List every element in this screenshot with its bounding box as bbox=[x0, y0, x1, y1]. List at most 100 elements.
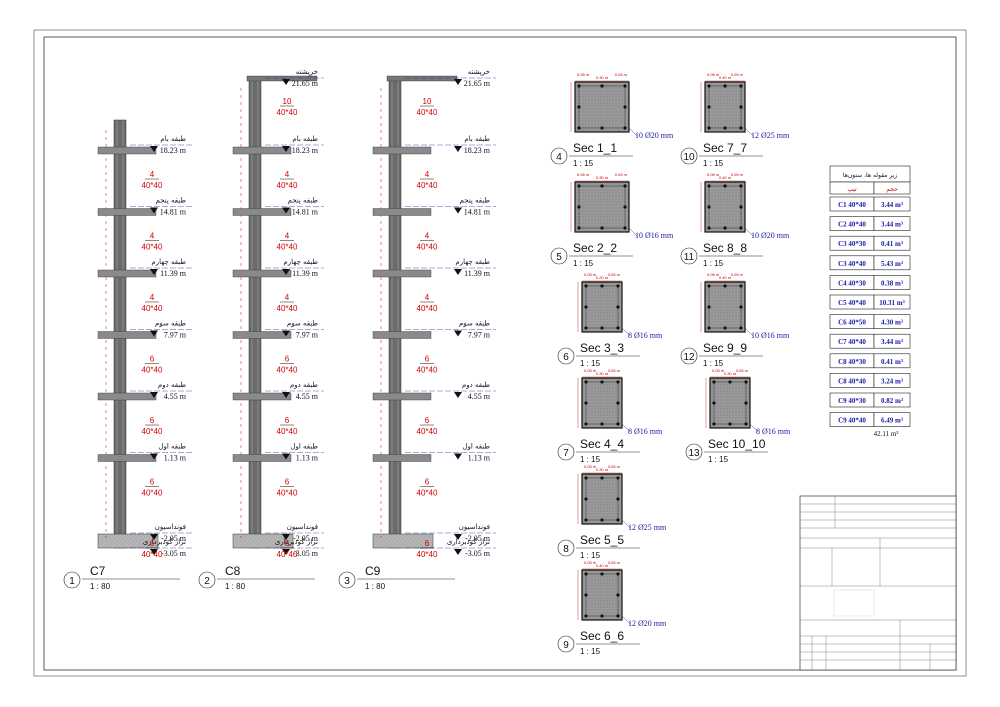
section-scale: 1 : 15 bbox=[573, 159, 594, 168]
level-value: 1.13 m bbox=[164, 454, 187, 463]
level-name: طبقه دوم bbox=[158, 381, 186, 389]
section-tag-size: 40*40 bbox=[277, 427, 298, 436]
level-value: -2.05 m bbox=[161, 534, 187, 543]
dim-mid: 0.20 m bbox=[596, 275, 609, 280]
view-title: C7 bbox=[90, 564, 106, 578]
rebar-dot bbox=[584, 401, 588, 405]
floor-slab bbox=[97, 269, 157, 278]
rebar-dot bbox=[744, 380, 748, 384]
section-tag-size: 40*40 bbox=[277, 108, 298, 117]
level-marker-icon bbox=[150, 549, 158, 555]
rebar-dot bbox=[623, 105, 627, 109]
rebar-dot bbox=[723, 326, 727, 330]
dim-right: 0.05 m bbox=[608, 560, 621, 565]
rebar-dot bbox=[744, 422, 748, 426]
level-marker-icon bbox=[454, 392, 462, 398]
level-name: طبقه بام bbox=[464, 135, 490, 143]
rebar-dot bbox=[707, 284, 711, 288]
rebar-dot bbox=[584, 518, 588, 522]
dim-left: 0.05 m bbox=[577, 72, 590, 77]
schedule-volume: 3.24 m³ bbox=[881, 377, 903, 385]
section-tag-number: 10 bbox=[423, 97, 432, 106]
rebar-dot bbox=[712, 422, 716, 426]
level-marker-icon bbox=[454, 330, 462, 337]
section-number-bubble bbox=[557, 539, 575, 557]
level-value: 1.13 m bbox=[296, 454, 319, 463]
schedule-type: C9 40*30 bbox=[838, 397, 866, 405]
view-scale: 1 : 80 bbox=[90, 582, 111, 591]
level-name: تراز گودبرداری bbox=[447, 537, 490, 546]
section-tag-number: 6 bbox=[150, 539, 155, 548]
level-name: طبقه اول bbox=[462, 443, 490, 451]
level-value: 1.13 m bbox=[468, 454, 491, 463]
rebar-callout: 8 Ø16 mm bbox=[756, 427, 791, 436]
level-value: 14.81 m bbox=[160, 208, 187, 217]
rebar-dot bbox=[623, 205, 627, 209]
section-tag-size: 40*40 bbox=[142, 489, 163, 498]
rebar-dot bbox=[712, 380, 716, 384]
view-title: C8 bbox=[225, 564, 241, 578]
level-name: طبقه اول bbox=[158, 443, 186, 451]
schedule-cell-volume bbox=[873, 275, 911, 290]
rebar-dot bbox=[739, 284, 743, 288]
level-value: -3.05 m bbox=[161, 549, 187, 558]
section-title: Sec 7_7 bbox=[703, 141, 747, 155]
schedule-volume: 3.44 m³ bbox=[881, 201, 903, 209]
view-number-bubble bbox=[338, 571, 356, 589]
section-scale: 1 : 15 bbox=[703, 359, 724, 368]
rebar-dot bbox=[707, 184, 711, 188]
level-name: طبقه چهارم bbox=[283, 258, 318, 266]
dim-mid: 0.40 m bbox=[596, 563, 609, 568]
section-title: Sec 1_1 bbox=[573, 141, 617, 155]
level-marker-icon bbox=[282, 453, 290, 460]
section-tag-size: 40*40 bbox=[142, 181, 163, 190]
level-marker-icon bbox=[150, 146, 158, 152]
schedule-cell-volume bbox=[873, 333, 911, 349]
rebar-dot bbox=[616, 572, 620, 576]
schedule-head-volume-cell bbox=[873, 181, 911, 195]
dim-left: 0.05 m bbox=[584, 560, 597, 565]
dim-right: 0.05 m bbox=[608, 368, 621, 373]
section-number-bubble bbox=[557, 443, 575, 461]
rebar-dot bbox=[584, 593, 588, 597]
view-scale: 1 : 80 bbox=[225, 582, 246, 591]
level-name: طبقه پنجم bbox=[288, 197, 319, 205]
floor-slab bbox=[232, 331, 292, 339]
rebar-dot bbox=[616, 476, 620, 480]
level-value: 21.65 m bbox=[464, 79, 491, 88]
level-name: فونداسیون bbox=[155, 523, 186, 531]
level-marker-icon bbox=[454, 207, 462, 214]
section-scale: 1 : 15 bbox=[703, 259, 724, 268]
schedule-type: C6 40*50 bbox=[838, 319, 866, 327]
section-tag-size: 40*40 bbox=[417, 304, 438, 313]
section-tag-number: 4 bbox=[425, 293, 430, 302]
level-name: فونداسیون bbox=[287, 523, 318, 531]
schedule-cell-volume bbox=[873, 373, 911, 388]
level-marker-icon bbox=[282, 330, 290, 337]
level-marker-icon bbox=[282, 269, 290, 275]
dim-right: 0.05 m bbox=[731, 272, 744, 277]
level-value: 4.55 m bbox=[468, 392, 491, 401]
section-tag-size: 40*40 bbox=[417, 489, 438, 498]
level-value: 21.65 m bbox=[292, 79, 319, 88]
view-number-bubble bbox=[198, 571, 216, 589]
floor-slab bbox=[232, 208, 292, 216]
level-name: خرپشته bbox=[296, 68, 318, 76]
section-tag-number: 6 bbox=[150, 355, 155, 364]
schedule-type: C8 40*40 bbox=[838, 377, 866, 385]
schedule-cell-volume bbox=[873, 392, 911, 408]
rebar-dot bbox=[739, 205, 743, 209]
schedule-volume: 0.41 m³ bbox=[881, 240, 903, 248]
section-tag-number: 6 bbox=[425, 416, 430, 425]
section-concrete bbox=[709, 377, 751, 429]
level-marker-icon bbox=[282, 549, 290, 555]
level-marker-icon bbox=[454, 534, 462, 540]
level-name: طبقه سوم bbox=[155, 320, 186, 328]
section-concrete bbox=[574, 181, 630, 233]
level-value: -3.05 m bbox=[293, 549, 319, 558]
rebar-dot bbox=[723, 84, 727, 88]
floor-slab bbox=[232, 454, 292, 462]
